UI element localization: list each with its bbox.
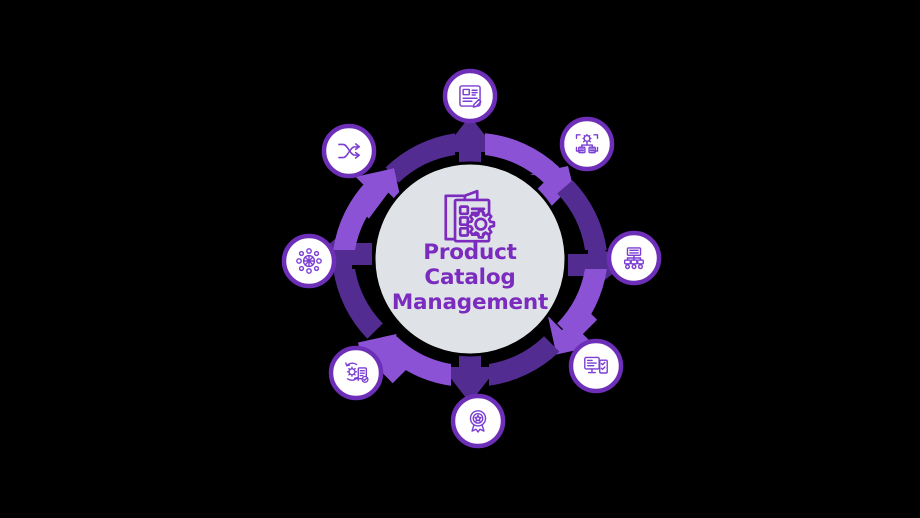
node-badges [281,68,662,449]
node-circle[interactable] [568,338,624,394]
ring-segment-left [316,226,383,339]
ring-segment-right [557,180,624,293]
node-circle[interactable] [442,68,498,124]
node-circle[interactable] [328,345,384,401]
node-data-sync[interactable] [328,345,384,401]
node-circle[interactable] [450,393,506,449]
node-quality-certification[interactable] [450,393,506,449]
ring-segment-top-left [333,168,403,250]
node-channel-publishing[interactable] [568,338,624,394]
center-disc [372,161,568,357]
center-hub [372,161,568,357]
node-taxonomy-hierarchy[interactable] [606,230,662,286]
node-distribution-network[interactable] [281,233,337,289]
node-content-authoring[interactable] [442,68,498,124]
node-data-shuffle[interactable] [321,123,377,179]
network-nodes-icon [296,248,322,274]
ring-segment-top [385,116,498,183]
node-workflow-automation[interactable] [559,116,615,172]
ring-segment-bottom [442,336,560,403]
